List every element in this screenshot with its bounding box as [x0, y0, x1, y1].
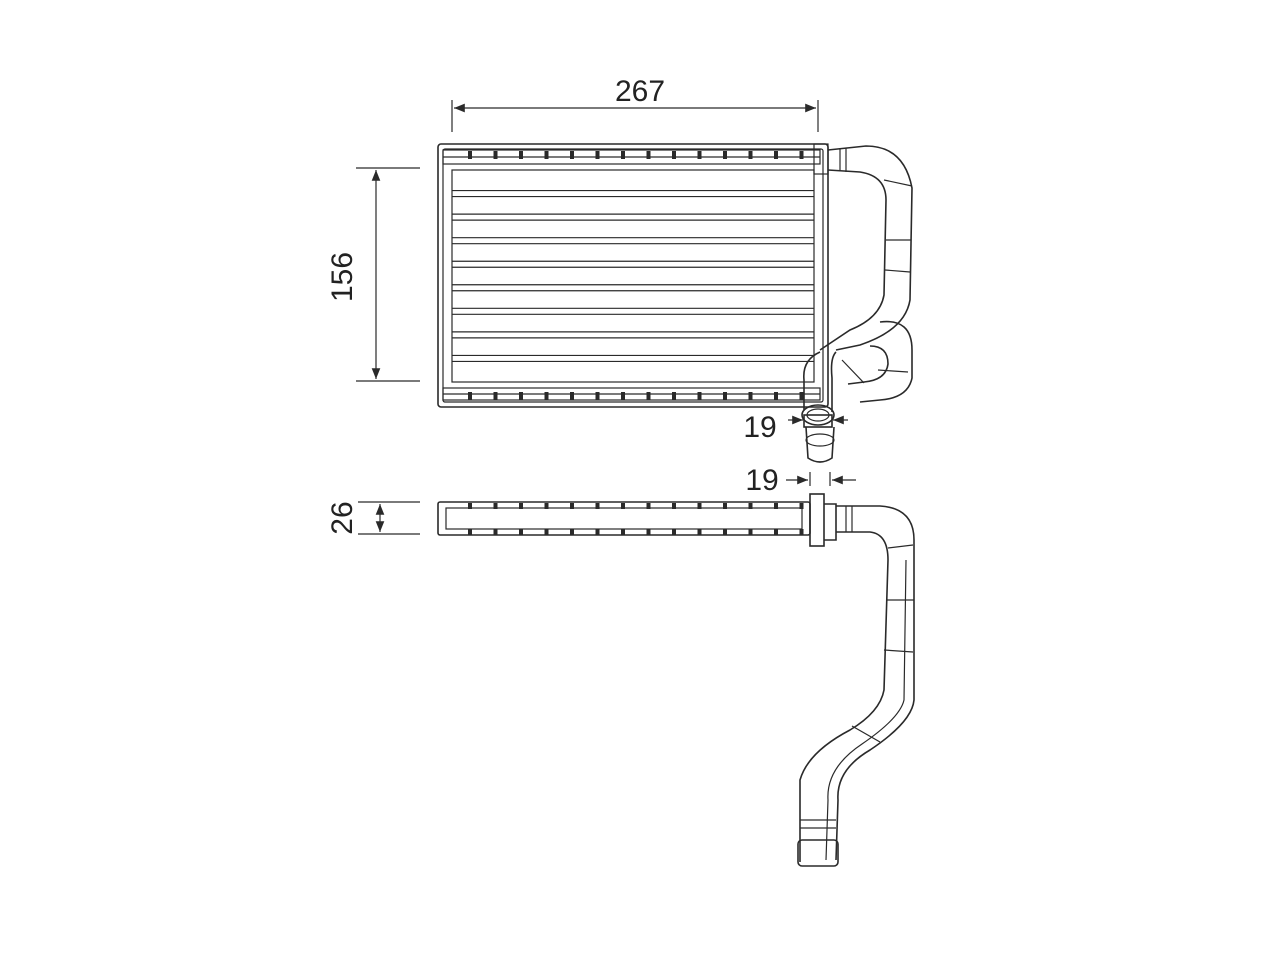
side-pipe	[797, 505, 915, 867]
tank-tooth	[595, 392, 600, 400]
tank-tooth	[748, 529, 753, 535]
tank-tooth	[468, 392, 472, 400]
dimension-thickness-label: 26	[326, 501, 359, 534]
dimension-height-label: 156	[326, 252, 359, 302]
tank-tooth	[697, 529, 702, 535]
tank-tooth	[493, 503, 498, 509]
tank-tooth	[519, 392, 523, 400]
tank-tooth	[646, 392, 651, 400]
tank-tooth	[723, 392, 727, 400]
tank-tooth	[723, 529, 727, 535]
tank-tooth	[570, 503, 574, 509]
tank-tooth	[570, 529, 574, 535]
dimension-outlet-front-label: 19	[743, 411, 776, 444]
top-tank	[442, 149, 821, 165]
tank-tooth	[774, 392, 778, 400]
side-view	[437, 493, 915, 867]
tank-tooth	[595, 151, 600, 159]
tank-tooth	[672, 503, 676, 509]
tank-tooth	[544, 503, 549, 509]
tank-tooth	[493, 392, 498, 400]
core-inner-frame	[442, 148, 824, 403]
tank-tooth	[697, 503, 702, 509]
upper-pipe	[819, 145, 913, 351]
tank-tooth	[723, 503, 727, 509]
lower-pipe	[803, 320, 913, 412]
tank-tooth	[595, 503, 600, 509]
tank-tooth	[646, 503, 651, 509]
tank-tooth	[519, 529, 523, 535]
tank-tooth	[595, 529, 600, 535]
tank-tooth	[621, 151, 625, 159]
front-view	[437, 143, 913, 463]
tank-tooth	[646, 151, 651, 159]
side-header	[809, 493, 825, 547]
tank-tooth	[519, 151, 523, 159]
dimension-thickness: 26	[326, 501, 420, 535]
tank-tooth	[774, 503, 778, 509]
header-flange	[813, 143, 829, 175]
tank-tooth	[468, 151, 472, 159]
fin-tubes	[452, 189, 814, 363]
tank-tooth	[799, 151, 804, 159]
tank-tooth	[468, 529, 472, 535]
dimension-width: 267	[451, 75, 819, 132]
fin-block	[451, 169, 815, 383]
dimension-height: 156	[326, 167, 420, 382]
bottom-tank	[442, 387, 821, 401]
side-fin-mesh	[445, 507, 803, 530]
tank-tooth	[544, 529, 549, 535]
tank-tooth	[493, 529, 498, 535]
tank-tooth	[544, 392, 549, 400]
tank-tooth	[672, 392, 676, 400]
tank-tooth	[570, 392, 574, 400]
tank-tooth	[468, 503, 472, 509]
tank-tooth	[672, 151, 676, 159]
tank-tooth	[621, 392, 625, 400]
tank-tooth	[723, 151, 727, 159]
dimension-width-label: 267	[615, 75, 665, 108]
dimension-outlet-side-label: 19	[745, 464, 778, 497]
outlet-stubs	[801, 404, 835, 463]
tank-tooth	[799, 392, 804, 400]
tank-tooth	[774, 151, 778, 159]
core-outer-frame	[437, 143, 829, 408]
tank-tooth	[748, 503, 753, 509]
tank-tooth	[621, 529, 625, 535]
tank-tooth	[493, 151, 498, 159]
tank-tooth	[799, 529, 804, 535]
tank-tooth	[748, 151, 753, 159]
tank-tooth	[570, 151, 574, 159]
tank-tooth	[519, 503, 523, 509]
tank-tooth	[621, 503, 625, 509]
tank-tooth	[646, 529, 651, 535]
dimension-outlet-front: 19	[743, 411, 848, 444]
tank-tooth	[544, 151, 549, 159]
tank-tooth	[697, 392, 702, 400]
tank-tooth	[748, 392, 753, 400]
tank-tooth	[697, 151, 702, 159]
dimension-outlet-side: 19	[745, 464, 856, 497]
tank-tooth	[799, 503, 804, 509]
tank-tooth	[672, 529, 676, 535]
tank-tooth	[774, 529, 778, 535]
